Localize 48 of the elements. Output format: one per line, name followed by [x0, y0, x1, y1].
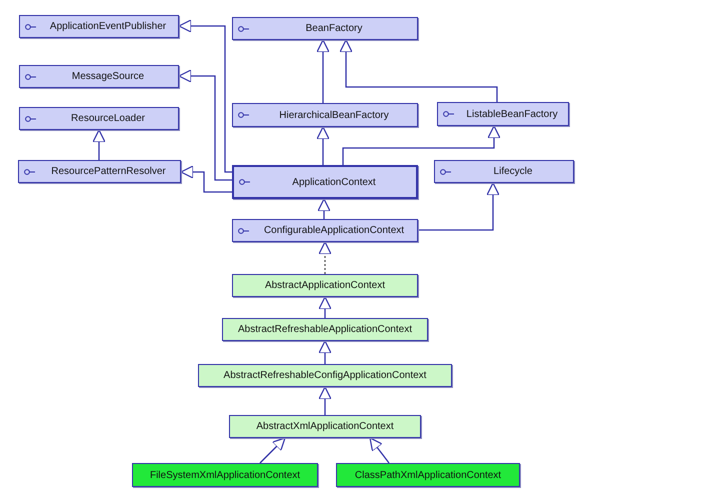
- inheritance-arrow: [316, 39, 330, 103]
- class-box: [198, 364, 452, 387]
- class-name: ResourcePatternResolver: [50, 166, 167, 177]
- inheritance-arrow: [178, 69, 232, 181]
- inheritance-arrow: [342, 125, 501, 165]
- class-name: AbstractXmlApplicationContext: [255, 421, 395, 432]
- inheritance-arrow: [418, 182, 500, 231]
- class-name: FileSystemXmlApplicationContext: [148, 470, 302, 480]
- class-box: [18, 160, 181, 183]
- class-box: [232, 165, 418, 199]
- inheritance-arrow: [318, 340, 332, 364]
- class-name: AbstractApplicationContext: [264, 280, 386, 291]
- class-name: ApplicationContext: [291, 176, 377, 188]
- class-box: [229, 415, 421, 438]
- class-box: [232, 103, 418, 127]
- class-box: [336, 463, 520, 487]
- class-name: ListableBeanFactory: [465, 108, 559, 120]
- class-name: ApplicationEventPublisher: [48, 21, 168, 32]
- class-box: [232, 17, 418, 40]
- inheritance-arrow: [316, 126, 330, 165]
- class-name: HierarchicalBeanFactory: [278, 110, 390, 120]
- inheritance-arrow: [339, 39, 498, 102]
- inheritance-arrow: [178, 19, 232, 173]
- class-name: ResourceLoader: [70, 113, 146, 124]
- class-name: AbstractRefreshableConfigApplicationContext: [222, 370, 428, 381]
- inheritance-arrow: [318, 241, 332, 274]
- inheritance-arrow: [92, 129, 106, 160]
- class-box: [19, 65, 179, 88]
- class-name: ClassPathXmlApplicationContext: [354, 470, 502, 480]
- inheritance-arrow: [317, 198, 331, 219]
- class-name: Lifecycle: [492, 166, 534, 177]
- inheritance-arrow: [369, 437, 390, 464]
- class-name: AbstractRefreshableApplicationContext: [237, 324, 413, 335]
- class-box: [222, 318, 428, 341]
- class-box: [437, 102, 569, 126]
- class-box: [434, 160, 574, 183]
- inheritance-arrow: [180, 165, 232, 193]
- class-box: [132, 463, 318, 487]
- inheritance-arrow: [260, 437, 286, 464]
- class-box: [19, 107, 179, 130]
- class-name: ConfigurableApplicationContext: [262, 225, 406, 236]
- class-name: MessageSource: [70, 71, 146, 82]
- class-name: BeanFactory: [304, 23, 364, 34]
- class-box: [19, 15, 179, 38]
- inheritance-arrow: [318, 386, 332, 415]
- class-box: [232, 274, 418, 297]
- inheritance-arrow: [318, 296, 332, 318]
- class-box: [232, 219, 418, 242]
